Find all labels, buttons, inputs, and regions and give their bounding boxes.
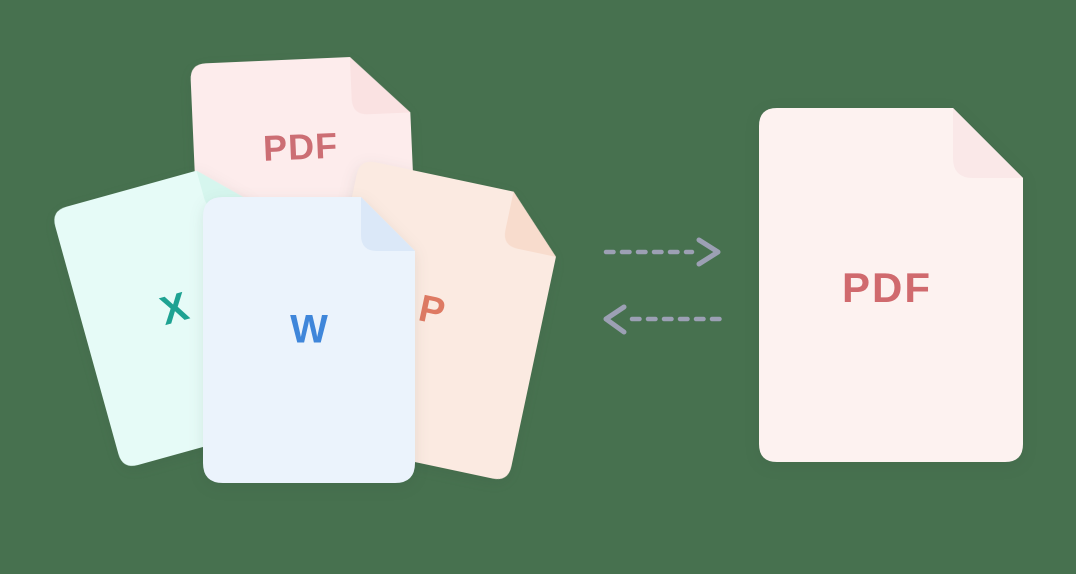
arrow-head [696,237,721,267]
word-document-icon [203,197,415,483]
arrow-head [603,304,627,335]
dashed-arrow-right-icon [603,237,721,267]
document-body [759,108,1023,462]
dashed-arrow-left-icon [603,304,725,335]
document-fold [349,57,411,115]
document-body [203,197,415,483]
document-fold [504,191,556,257]
document-fold [953,108,1023,178]
card-label: PDF [842,264,933,311]
document-fold [361,197,415,251]
card-label: W [290,307,328,352]
result-card-pdf: PDF [759,108,1023,462]
source-card-word: W [203,197,415,483]
pdf-result-document-icon [759,108,1023,462]
card-label: PDF [262,124,339,169]
